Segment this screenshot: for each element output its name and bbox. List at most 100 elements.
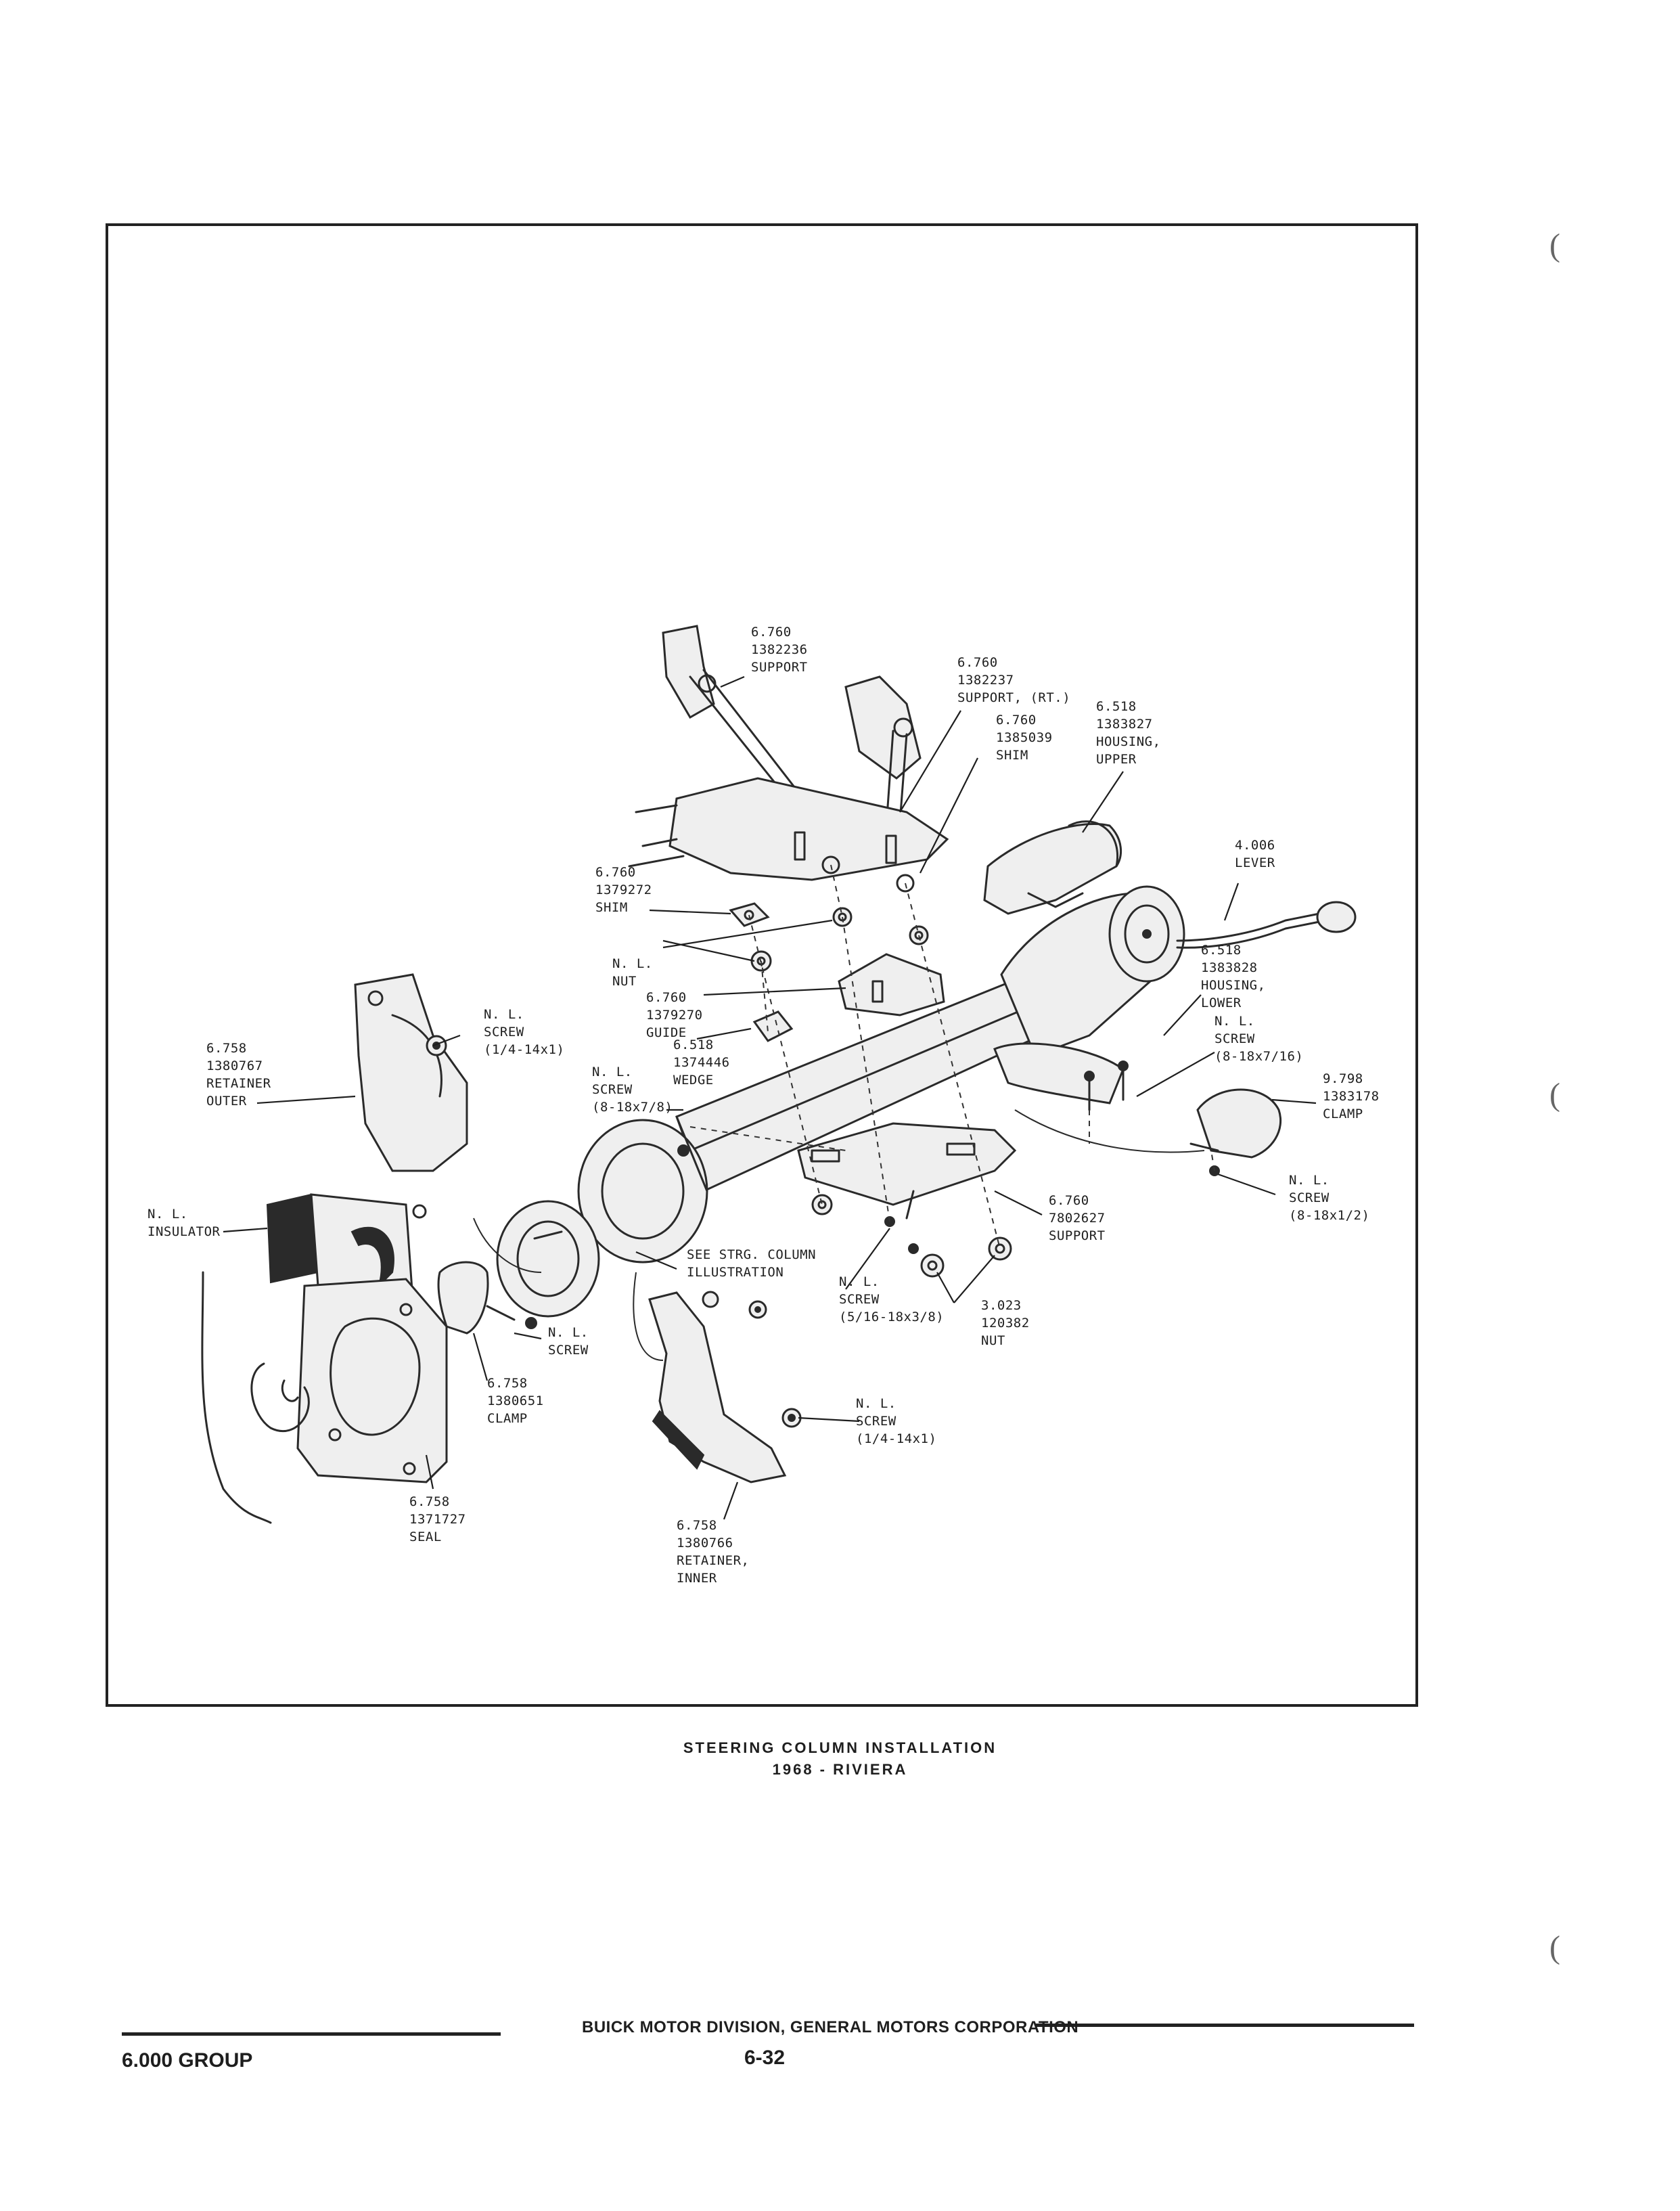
label-line: (8-18x7/16) [1214,1049,1303,1064]
label-line: RETAINER [206,1076,271,1091]
label-line: (8-18x1/2) [1289,1208,1369,1223]
label-line: 1379272 [595,883,652,897]
label-nl-nut: N. L.NUT [612,956,653,989]
label-line: SCREW [856,1414,896,1429]
label-line: N. L. [484,1007,524,1022]
lower-support-7802627 [797,1122,1017,1220]
diagram-frame [106,223,1418,1707]
label-line: 1380651 [487,1393,544,1408]
label-line: 120382 [981,1316,1030,1331]
label-line: 9.798 [1323,1071,1363,1086]
harness-line [473,1109,1205,1361]
label-line: UPPER [1096,752,1137,767]
label-line: 1374446 [673,1055,730,1070]
label-line: 6.758 [409,1494,450,1509]
margin-mark-middle: ( [1549,1077,1560,1113]
label-screw-1-4-14x1-bottom: N. L. SCREW (1/4-14x1) [856,1396,936,1446]
screws-housing [1084,1060,1129,1111]
leader-lines [223,675,1317,1520]
label-line: 6.758 [487,1376,528,1391]
clamp-1380651 [437,1261,537,1335]
label-insulator: N. L. INSULATOR [147,1207,221,1239]
label-line: SUPPORT [1049,1228,1106,1243]
label-line: N. L. [839,1274,880,1289]
label-screw-5-16: N. L. SCREW (5/16-18x3/8) [839,1274,944,1324]
label-line: 1382236 [751,642,808,657]
label-line: 6.760 [646,990,687,1005]
label-line: CLAMP [487,1411,528,1426]
label-screw-8-18x7-8: N. L.SCREW(8-18x7/8) [592,1065,673,1115]
guide-1379270 [838,953,945,1017]
label-line: GUIDE [646,1025,687,1040]
label-line: 1383178 [1323,1089,1380,1104]
margin-mark-bottom: ( [1549,1929,1560,1965]
label-line: (5/16-18x3/8) [839,1310,944,1324]
screws-5-16 [884,1216,919,1254]
label-line: 1385039 [996,730,1053,745]
label-line: N. L. [1214,1014,1255,1029]
footer-group: 6.000 GROUP [122,2049,253,2072]
footer-rule-left [122,2032,501,2036]
label-line: 6.760 [996,713,1037,728]
label-line: SCREW [1289,1190,1330,1205]
label-screw-8-18x7-16: N. L.SCREW(8-18x7/16) [1214,1014,1303,1064]
label-line: N. L. [856,1396,896,1411]
label-line: N. L. [592,1065,633,1079]
label-line: SUPPORT, (RT.) [957,690,1070,705]
label-line: 6.760 [1049,1193,1089,1208]
label-line: WEDGE [673,1073,714,1088]
shim-1379272 [729,902,770,927]
assembly-lines [689,864,1215,1249]
inner-retainer-1380766 [648,1291,802,1483]
label-line: 6.758 [677,1518,717,1533]
lower-housing-1383828 [993,885,1185,1104]
column-collar [577,1115,708,1264]
footer-corporation: BUICK MOTOR DIVISION, GENERAL MOTORS COR… [582,2018,1079,2036]
label-line: CLAMP [1323,1107,1363,1121]
label-line: N. L. [1289,1173,1330,1188]
nut-120382 [920,1236,1012,1278]
column-boot [496,1200,600,1318]
label-line: N. L. [147,1207,188,1222]
nut-lower-left [811,1194,833,1215]
label-line: N. L. [548,1325,589,1340]
caption-title: STEERING COLUMN INSTALLATION [683,1739,997,1756]
label-line: 6.760 [595,865,636,880]
label-line: HOUSING, [1096,734,1161,749]
label-screw-8-18x1-2: N. L. SCREW (8-18x1/2) [1289,1173,1369,1223]
label-screw-nl: N. L.SCREW [548,1325,589,1358]
label-line: 4.006 [1235,838,1275,853]
label-line: 1380767 [206,1058,263,1073]
label-line: LEVER [1235,855,1275,870]
outer-retainer-1380767 [354,973,468,1219]
label-line: SCREW [839,1292,880,1307]
caption-subtitle: 1968 - RIVIERA [772,1761,908,1778]
label-line: 6.760 [957,655,998,670]
label-line: HOUSING, [1201,978,1266,993]
label-line: 6.518 [1201,943,1242,958]
label-line: 1379270 [646,1008,703,1023]
label-line: N. L. [612,956,653,971]
label-line: (1/4-14x1) [856,1431,936,1446]
label-line: INSULATOR [147,1224,221,1239]
label-line: SHIM [996,748,1028,763]
label-line: SUPPORT [751,660,808,675]
seal-1371727 [296,1278,448,1483]
label-line: SCREW [484,1025,524,1040]
upper-housing-1383827 [983,820,1122,915]
margin-mark-top: ( [1549,227,1560,263]
label-line: 6.760 [751,625,792,640]
